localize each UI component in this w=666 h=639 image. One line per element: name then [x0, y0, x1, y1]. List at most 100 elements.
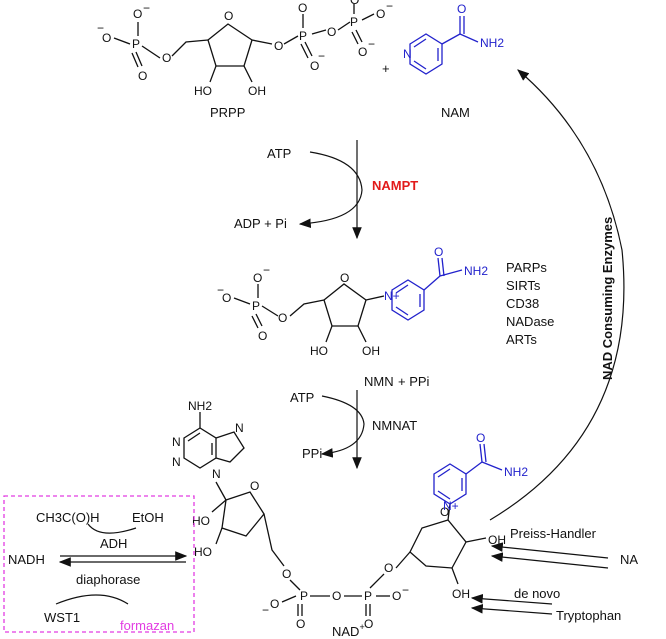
enzyme-sirts: SIRTs [506, 278, 541, 293]
svg-text:−: − [97, 21, 104, 35]
svg-text:O: O [392, 589, 401, 603]
plus-sign: + [382, 61, 390, 76]
nad-label: NAD+ [332, 622, 365, 639]
adh-curve [87, 523, 137, 534]
svg-text:O: O [364, 617, 373, 631]
adh-enzyme-label: ADH [100, 536, 127, 551]
svg-text:−: − [386, 0, 393, 13]
ppi-coproduct: + PPi [398, 374, 430, 389]
prpp-label: PRPP [210, 105, 245, 120]
formazan-label: formazan [120, 618, 174, 633]
nampt-enzyme-label: NAMPT [372, 178, 418, 193]
svg-text:O: O [102, 31, 111, 45]
svg-text:HO: HO [192, 514, 210, 528]
phosphorus-2: P [299, 29, 307, 43]
ppi-byproduct: PPi [302, 446, 322, 461]
svg-text:−: − [402, 583, 409, 597]
svg-text:N+: N+ [443, 499, 459, 513]
trp-arrow-2 [470, 604, 553, 615]
na-arrow-2 [490, 552, 609, 569]
enzyme-parps: PARPs [506, 260, 547, 275]
svg-text:−: − [263, 263, 270, 277]
svg-text:O: O [358, 45, 367, 59]
diaphorase-label: diaphorase [76, 572, 140, 587]
nam-label: NAM [441, 105, 470, 120]
svg-text:O: O [332, 589, 341, 603]
enzyme-arts: ARTs [506, 332, 537, 347]
svg-text:−: − [318, 49, 325, 63]
svg-text:OH: OH [488, 533, 506, 547]
svg-text:O: O [250, 479, 259, 493]
svg-text:−: − [262, 603, 269, 617]
svg-text:HO: HO [194, 84, 212, 98]
svg-text:O: O [274, 39, 283, 53]
enzyme-cd38: CD38 [506, 296, 539, 311]
ring-oxygen: O [224, 9, 233, 23]
svg-text:P: P [300, 589, 308, 603]
svg-text:O: O [222, 291, 231, 305]
svg-text:NH2: NH2 [188, 399, 212, 413]
svg-text:O: O [384, 561, 393, 575]
svg-text:HO: HO [194, 545, 212, 559]
prpp-structure: O O P O − O − O HO OH O P O − O O P O [97, 0, 393, 98]
assay-box [3, 495, 195, 633]
tryptophan-label: Tryptophan [556, 608, 621, 623]
consuming-arc-arrow [489, 69, 625, 521]
svg-text:NH2: NH2 [464, 264, 488, 278]
svg-text:O: O [350, 0, 359, 7]
svg-text:O: O [282, 567, 291, 581]
svg-text:O: O [138, 69, 147, 83]
svg-text:OH: OH [452, 587, 470, 601]
svg-text:O: O [278, 311, 287, 325]
svg-text:O: O [376, 7, 385, 21]
svg-text:O: O [253, 271, 262, 285]
svg-text:O: O [133, 7, 142, 21]
acetaldehyde-label: CH3C(O)H [36, 510, 100, 525]
consuming-enzymes-list: PARPs SIRTs CD38 NADase ARTs [506, 260, 554, 347]
consuming-enzymes-title: NAD Consuming Enzymes [600, 217, 615, 380]
nmnat-step [320, 390, 365, 470]
svg-text:N+: N+ [384, 289, 400, 303]
svg-text:NH2: NH2 [480, 36, 504, 50]
nad-structure: N N N N NH2 O HO HO O P O O − O P O O − … [172, 399, 528, 631]
diaphorase-curve [55, 594, 129, 605]
svg-text:O: O [298, 1, 307, 15]
svg-text:OH: OH [248, 84, 266, 98]
preiss-handler-label: Preiss-Handler [510, 526, 597, 541]
svg-text:P: P [364, 589, 372, 603]
svg-text:O: O [327, 25, 336, 39]
phosphorus-3: P [350, 15, 358, 29]
adp-pi-products: ADP + Pi [234, 216, 287, 231]
atp-input-2: ATP [290, 390, 314, 405]
svg-text:O: O [476, 431, 485, 445]
svg-text:NH2: NH2 [504, 465, 528, 479]
nmnat-enzyme-label: NMNAT [372, 418, 417, 433]
wst1-label: WST1 [44, 610, 80, 625]
svg-text:O: O [162, 51, 171, 65]
phosphorus-1: P [132, 37, 140, 51]
svg-text:N: N [172, 435, 181, 449]
svg-text:O: O [258, 329, 267, 343]
atp-input-1: ATP [267, 146, 291, 161]
svg-text:−: − [217, 283, 224, 297]
svg-text:N: N [235, 421, 244, 435]
svg-text:O: O [457, 2, 466, 16]
svg-text:O: O [434, 245, 443, 259]
trp-arrow-1 [470, 594, 553, 605]
svg-text:O: O [310, 59, 319, 73]
svg-text:N: N [212, 467, 221, 481]
nampt-step [298, 140, 363, 240]
svg-text:O: O [340, 271, 349, 285]
nadh-label: NADH [8, 552, 45, 567]
nmn-structure: O O P O − O − O HO OH N+ O NH2 [217, 245, 488, 358]
svg-text:OH: OH [362, 344, 380, 358]
svg-text:P: P [252, 299, 260, 313]
nam-structure: N O NH2 [403, 2, 504, 75]
svg-text:−: − [368, 37, 375, 51]
svg-text:O: O [440, 505, 449, 519]
na-arrow-1 [490, 542, 609, 559]
svg-text:−: − [143, 1, 150, 15]
enzyme-nadase: NADase [506, 314, 554, 329]
de-novo-label: de novo [514, 586, 560, 601]
